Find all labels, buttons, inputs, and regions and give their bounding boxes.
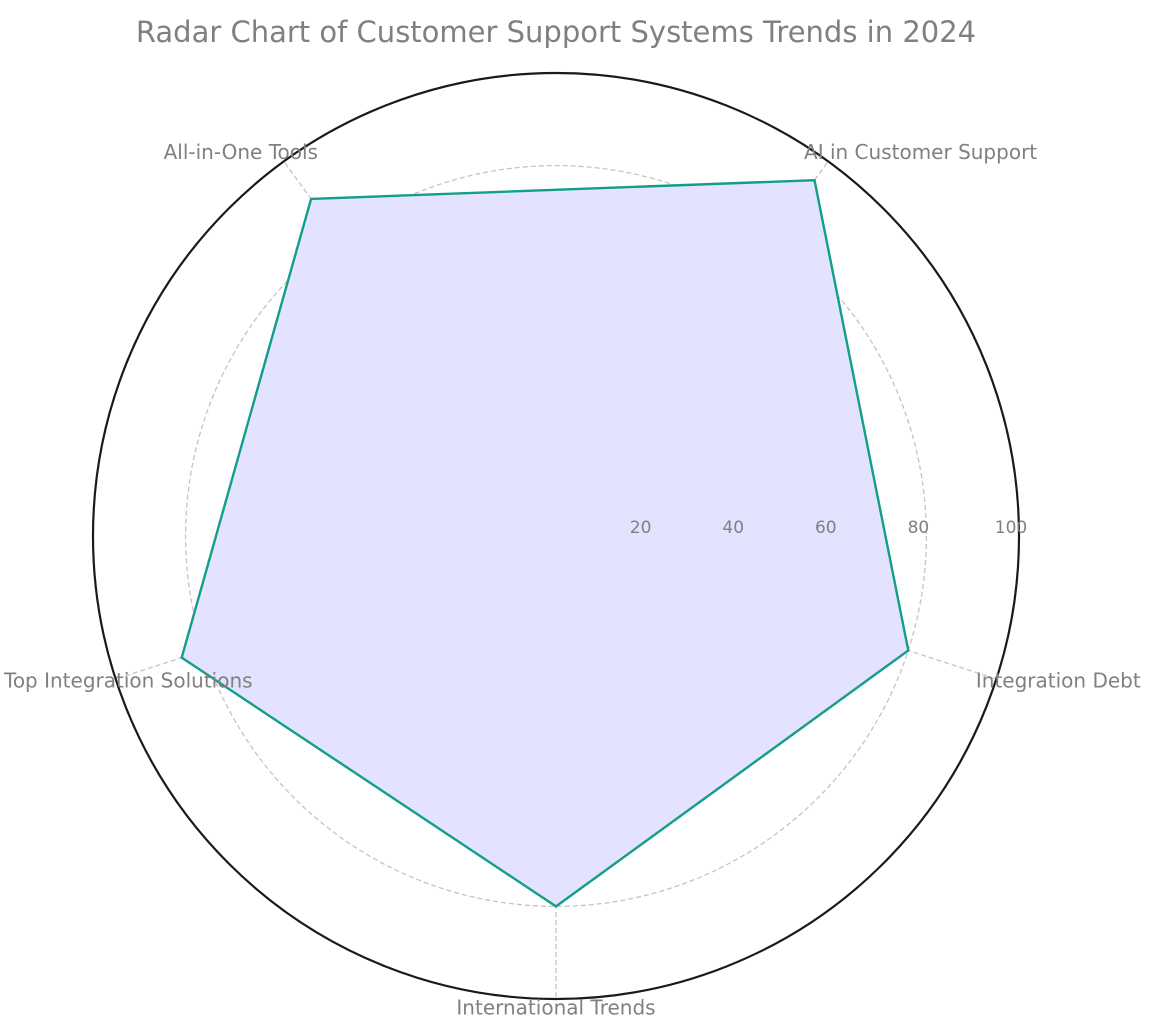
radial-tick-label: 60 [815,518,837,538]
category-label: Integration Debt [976,669,1141,693]
category-label: AI in Customer Support [804,140,1037,164]
series-layer [180,178,910,908]
category-label: International Trends [456,996,655,1020]
radial-tick-label: 20 [630,518,652,538]
radial-tick-label: 40 [722,518,744,538]
radial-tick-label: 100 [995,518,1027,538]
series-polygon [180,178,910,908]
outer-ring [91,71,1021,1001]
chart-title: Radar Chart of Customer Support Systems … [136,15,976,49]
grid-spoke [555,535,997,680]
radial-tick-label: 80 [908,518,930,538]
category-label: Top Integration Solutions [3,669,253,693]
category-label: All-in-One Tools [164,140,318,164]
grid-ring [184,164,928,908]
